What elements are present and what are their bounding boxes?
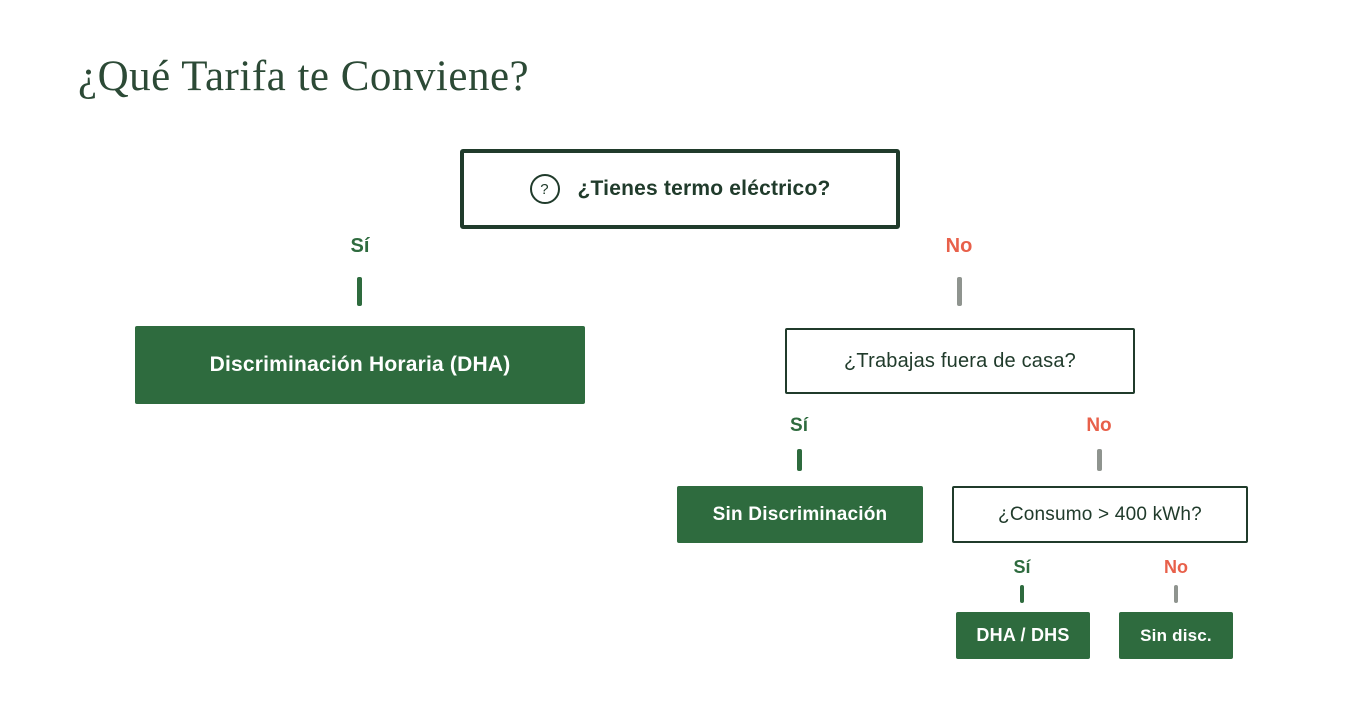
result-sin-discriminacion-node: Sin Discriminación <box>677 486 923 543</box>
result-dha-dhs-node: DHA / DHS <box>956 612 1090 659</box>
branch2-yes-label: Sí <box>790 415 808 436</box>
result-dha-node: Discriminación Horaria (DHA) <box>135 326 585 404</box>
question-circle-icon: ? <box>529 174 560 204</box>
branch2-no-label: No <box>1086 415 1112 436</box>
branch3-no-label: No <box>1164 557 1188 577</box>
page-title: ¿Qué Tarifa te Conviene? <box>78 53 530 100</box>
branch3-yes-connector <box>1020 585 1024 603</box>
result-sin-disc-node: Sin disc. <box>1119 612 1233 659</box>
branch1-no-label: No <box>945 235 973 257</box>
question-consumo-node: ¿Consumo > 400 kWh? <box>952 486 1248 543</box>
branch3-yes-label: Sí <box>1013 557 1031 577</box>
branch3-no-connector <box>1174 585 1178 603</box>
branch1-yes-connector <box>357 277 362 306</box>
root-question-label: ¿Tienes termo eléctrico? <box>577 177 831 200</box>
root-question-node: ? ¿Tienes termo eléctrico? <box>460 149 900 229</box>
branch2-no-connector <box>1097 449 1102 471</box>
branch2-yes-connector <box>797 449 802 471</box>
question-trabajas-node: ¿Trabajas fuera de casa? <box>785 328 1135 394</box>
branch1-no-connector <box>957 277 962 306</box>
branch1-yes-label: Sí <box>350 235 370 257</box>
